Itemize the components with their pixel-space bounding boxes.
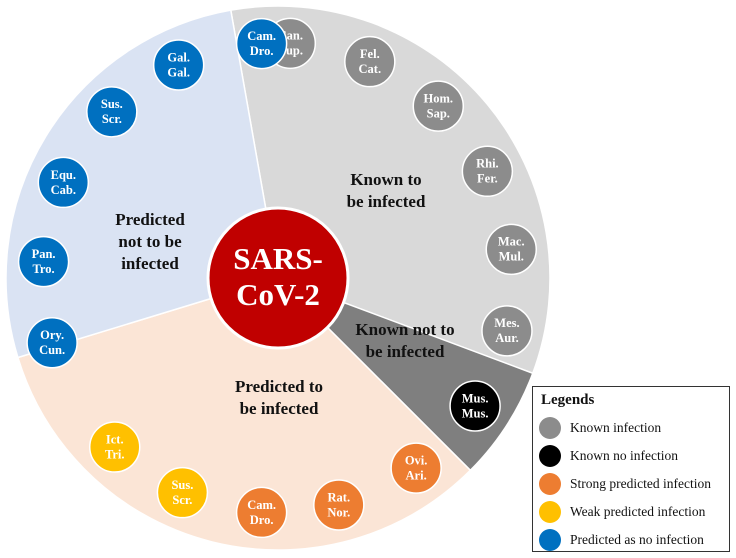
legend-swatch: [539, 417, 561, 439]
species-node-label: Cam.Dro.: [247, 498, 276, 527]
species-node: Mus.Mus.: [449, 380, 501, 432]
legend-label: Known no infection: [570, 448, 678, 463]
legend-item: Weak predicted infection: [539, 500, 705, 524]
species-node-circle: [86, 86, 138, 138]
species-node: Cam.Dro.: [235, 486, 288, 539]
species-node-label: Equ.Cab.: [51, 168, 76, 197]
species-node-label: Gal.Gal.: [167, 50, 190, 79]
species-node-circle: [26, 317, 78, 369]
species-node: Hom.Sap.: [412, 80, 465, 132]
legend-item: Known no infection: [539, 444, 678, 468]
species-node-label: Mus.Mus.: [462, 391, 489, 420]
species-node: Rhi.Fer.: [461, 145, 514, 198]
species-node-circle: [235, 486, 288, 539]
species-node-circle: [37, 156, 90, 209]
species-node-label: Sus.Scr.: [101, 97, 123, 126]
sector-predicted-infected: [16, 277, 472, 551]
species-node-circle: [485, 223, 537, 276]
species-node-circle: [152, 39, 205, 91]
species-node: Ict.Tri.: [89, 421, 141, 473]
virus-center-label: SARS-CoV-2: [233, 241, 323, 312]
legend-label: Weak predicted infection: [570, 504, 706, 519]
legend-item: Predicted as no infection: [539, 528, 704, 552]
virus-center-circle: [206, 206, 350, 350]
legend-title: Legends: [541, 392, 595, 408]
species-node-circle: [412, 80, 465, 132]
species-node: Cam.Dro.: [235, 17, 288, 70]
species-node: Sus.Scr.: [86, 86, 138, 138]
species-node-label: Ovi.Ari.: [405, 453, 428, 482]
species-node-circle: [461, 145, 514, 198]
legend-swatch: [539, 501, 561, 523]
species-node-label: Sus.Scr.: [171, 478, 193, 507]
species-node: Ovi.Ari.: [390, 442, 442, 494]
legend-item: Known infection: [539, 416, 661, 440]
legend-label: Known infection: [570, 420, 662, 435]
species-node-label: Fel.Cat.: [359, 47, 382, 76]
species-node-circle: [17, 235, 70, 288]
species-node: Pan.Tro.: [17, 235, 70, 288]
species-node-circle: [390, 442, 442, 494]
species-node-circle: [156, 466, 209, 519]
legend-swatch: [539, 529, 561, 551]
species-node-label: Rhi.Fer.: [476, 157, 499, 186]
species-node-circle: [313, 479, 365, 531]
species-node-circle: [235, 17, 288, 70]
species-node-label: Hom.Sap.: [424, 92, 454, 121]
species-node: Sus.Scr.: [156, 466, 209, 519]
species-node-circle: [344, 35, 396, 88]
species-node-circle: [481, 305, 533, 357]
species-node-label: Pan.Tro.: [32, 247, 56, 276]
species-node: Ory.Cun.: [26, 317, 78, 369]
species-node-label: Rat.Nor.: [327, 490, 350, 519]
species-node-label: Mes.Aur.: [494, 316, 519, 345]
species-node: Rat.Nor.: [313, 479, 365, 531]
species-node-label: Ory.Cun.: [39, 328, 65, 357]
species-node-label: Ict.Tri.: [105, 432, 125, 461]
legend-swatch: [539, 473, 561, 495]
species-node: Mes.Aur.: [481, 305, 533, 357]
species-node-circle: [449, 380, 501, 432]
legend-item: Strong predicted infection: [539, 472, 711, 496]
legend-label: Strong predicted infection: [570, 476, 711, 491]
species-node: Equ.Cab.: [37, 156, 90, 209]
legend-swatch: [539, 445, 561, 467]
legend-label: Predicted as no infection: [570, 532, 704, 547]
species-node: Fel.Cat.: [344, 35, 396, 88]
species-node-circle: [89, 421, 141, 473]
species-node: Mac.Mul.: [485, 223, 537, 276]
species-node-label: Cam.Dro.: [247, 29, 276, 58]
species-node-label: Mac.Mul.: [498, 235, 525, 264]
species-node: Gal.Gal.: [152, 39, 205, 91]
